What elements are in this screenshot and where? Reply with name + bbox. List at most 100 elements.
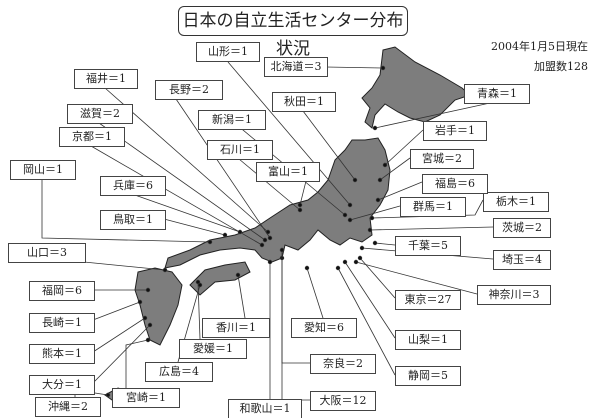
label-kanagawa: 神奈川＝3 — [477, 285, 551, 305]
leader-line — [344, 261, 396, 339]
leader-arrowhead — [357, 255, 363, 261]
leader-arrowhead — [347, 202, 353, 208]
leader-arrowhead — [279, 247, 285, 253]
label-ehime: 愛媛＝1 — [179, 339, 247, 359]
leader-arrowhead — [304, 265, 310, 271]
member-count: 加盟数128 — [534, 60, 588, 73]
label-miyagi: 宮城＝2 — [410, 149, 474, 169]
leader-arrowhead — [372, 125, 378, 131]
leader-line — [92, 301, 141, 321]
hokkaido-shape — [361, 46, 471, 129]
label-kagawa: 香川＝1 — [202, 318, 270, 338]
label-ibaraki: 茨城＝2 — [493, 218, 551, 238]
leader-line — [325, 66, 384, 69]
label-saitama: 埼玉＝4 — [493, 250, 551, 270]
leader-line — [349, 205, 401, 221]
label-kyoto: 京都＝1 — [59, 127, 125, 147]
map-title: 日本の自立生活センター分布状況 — [178, 6, 408, 59]
leader-line — [355, 261, 478, 295]
leader-line — [92, 317, 146, 353]
leader-line — [163, 218, 226, 236]
label-niigata: 新潟＝1 — [198, 110, 266, 130]
leader-arrowhead — [145, 287, 151, 293]
label-oita: 大分＝1 — [29, 375, 95, 395]
leader-line — [227, 61, 351, 206]
leader-line — [299, 180, 307, 206]
leader-arrowhead — [342, 259, 348, 265]
leader-line — [197, 281, 201, 340]
leader-arrowhead — [267, 259, 273, 265]
shikoku-shape — [189, 261, 251, 296]
leader-arrowhead — [105, 392, 111, 398]
leader-line — [237, 274, 246, 319]
leader-arrowhead — [297, 207, 303, 213]
label-iwate: 岩手＝1 — [423, 121, 487, 141]
leader-line — [92, 324, 151, 384]
leader-arrowhead — [145, 337, 151, 343]
label-ishikawa: 石川＝1 — [207, 140, 273, 160]
honshu-shape — [164, 137, 391, 269]
leader-line — [369, 226, 494, 231]
leader-arrowhead — [372, 240, 378, 246]
label-wakayama: 和歌山＝1 — [228, 399, 302, 418]
leader-line — [41, 179, 211, 243]
label-nagano: 長野＝2 — [155, 80, 223, 100]
leader-line — [379, 157, 411, 181]
leader-arrowhead — [380, 65, 386, 71]
leader-arrowhead — [377, 177, 383, 183]
leader-arrowhead — [267, 235, 273, 241]
leader-line — [281, 250, 310, 364]
label-nara: 奈良＝2 — [310, 354, 376, 374]
leader-arrowhead — [137, 299, 143, 305]
leader-arrowhead — [352, 177, 358, 183]
leader-arrowhead — [142, 315, 148, 321]
leader-arrowhead — [367, 227, 373, 233]
leader-arrowhead — [335, 265, 341, 271]
leader-arrowhead — [207, 239, 213, 245]
label-tottori: 鳥取＝1 — [100, 210, 166, 230]
leader-arrowhead — [259, 242, 265, 248]
leader-line — [377, 181, 423, 201]
label-akita: 秋田＝1 — [272, 92, 336, 112]
label-toyama: 富山＝1 — [256, 162, 320, 182]
leader-arrowhead — [375, 197, 381, 203]
leader-arrowhead — [359, 245, 365, 251]
leader-line — [238, 158, 301, 211]
label-yamaguchi: 山口＝3 — [8, 243, 86, 263]
label-fukui: 福井＝1 — [74, 69, 138, 89]
leader-line — [90, 145, 263, 246]
leader-arrowhead — [237, 229, 243, 235]
leader-line — [337, 267, 396, 376]
label-aomori: 青森＝1 — [464, 84, 530, 104]
label-tokyo: 東京＝27 — [395, 290, 461, 310]
label-shizuoka: 静岡＝5 — [395, 366, 461, 386]
leader-line — [374, 102, 491, 129]
leader-arrowhead — [162, 267, 168, 273]
leader-line — [83, 261, 166, 271]
label-fukushima: 福島＝6 — [422, 174, 488, 194]
leader-arrowhead — [342, 212, 348, 218]
leader-line — [371, 199, 484, 219]
label-okinawa: 沖縄＝2 — [35, 397, 101, 417]
label-fukuoka: 福岡＝6 — [29, 281, 95, 301]
leader-arrowhead — [297, 202, 303, 208]
leader-arrowhead — [369, 215, 375, 221]
label-shiga: 滋賀＝2 — [67, 104, 133, 124]
label-nagasaki: 長崎＝1 — [29, 313, 95, 333]
label-aichi: 愛知＝6 — [291, 318, 357, 338]
leader-arrowhead — [195, 279, 201, 285]
leader-line — [306, 267, 324, 319]
leader-arrowhead — [382, 162, 388, 168]
label-tochigi: 栃木＝1 — [483, 192, 549, 212]
label-yamanashi: 山梨＝1 — [395, 330, 461, 350]
leader-line — [98, 122, 266, 241]
leader-arrowhead — [347, 217, 353, 223]
leader-arrowhead — [353, 259, 359, 265]
leader-line — [125, 339, 149, 388]
leader-arrowhead — [222, 232, 228, 238]
label-chiba: 千葉＝5 — [395, 236, 461, 256]
leader-line — [175, 98, 271, 239]
leader-line — [374, 242, 396, 246]
leader-line — [384, 129, 424, 166]
